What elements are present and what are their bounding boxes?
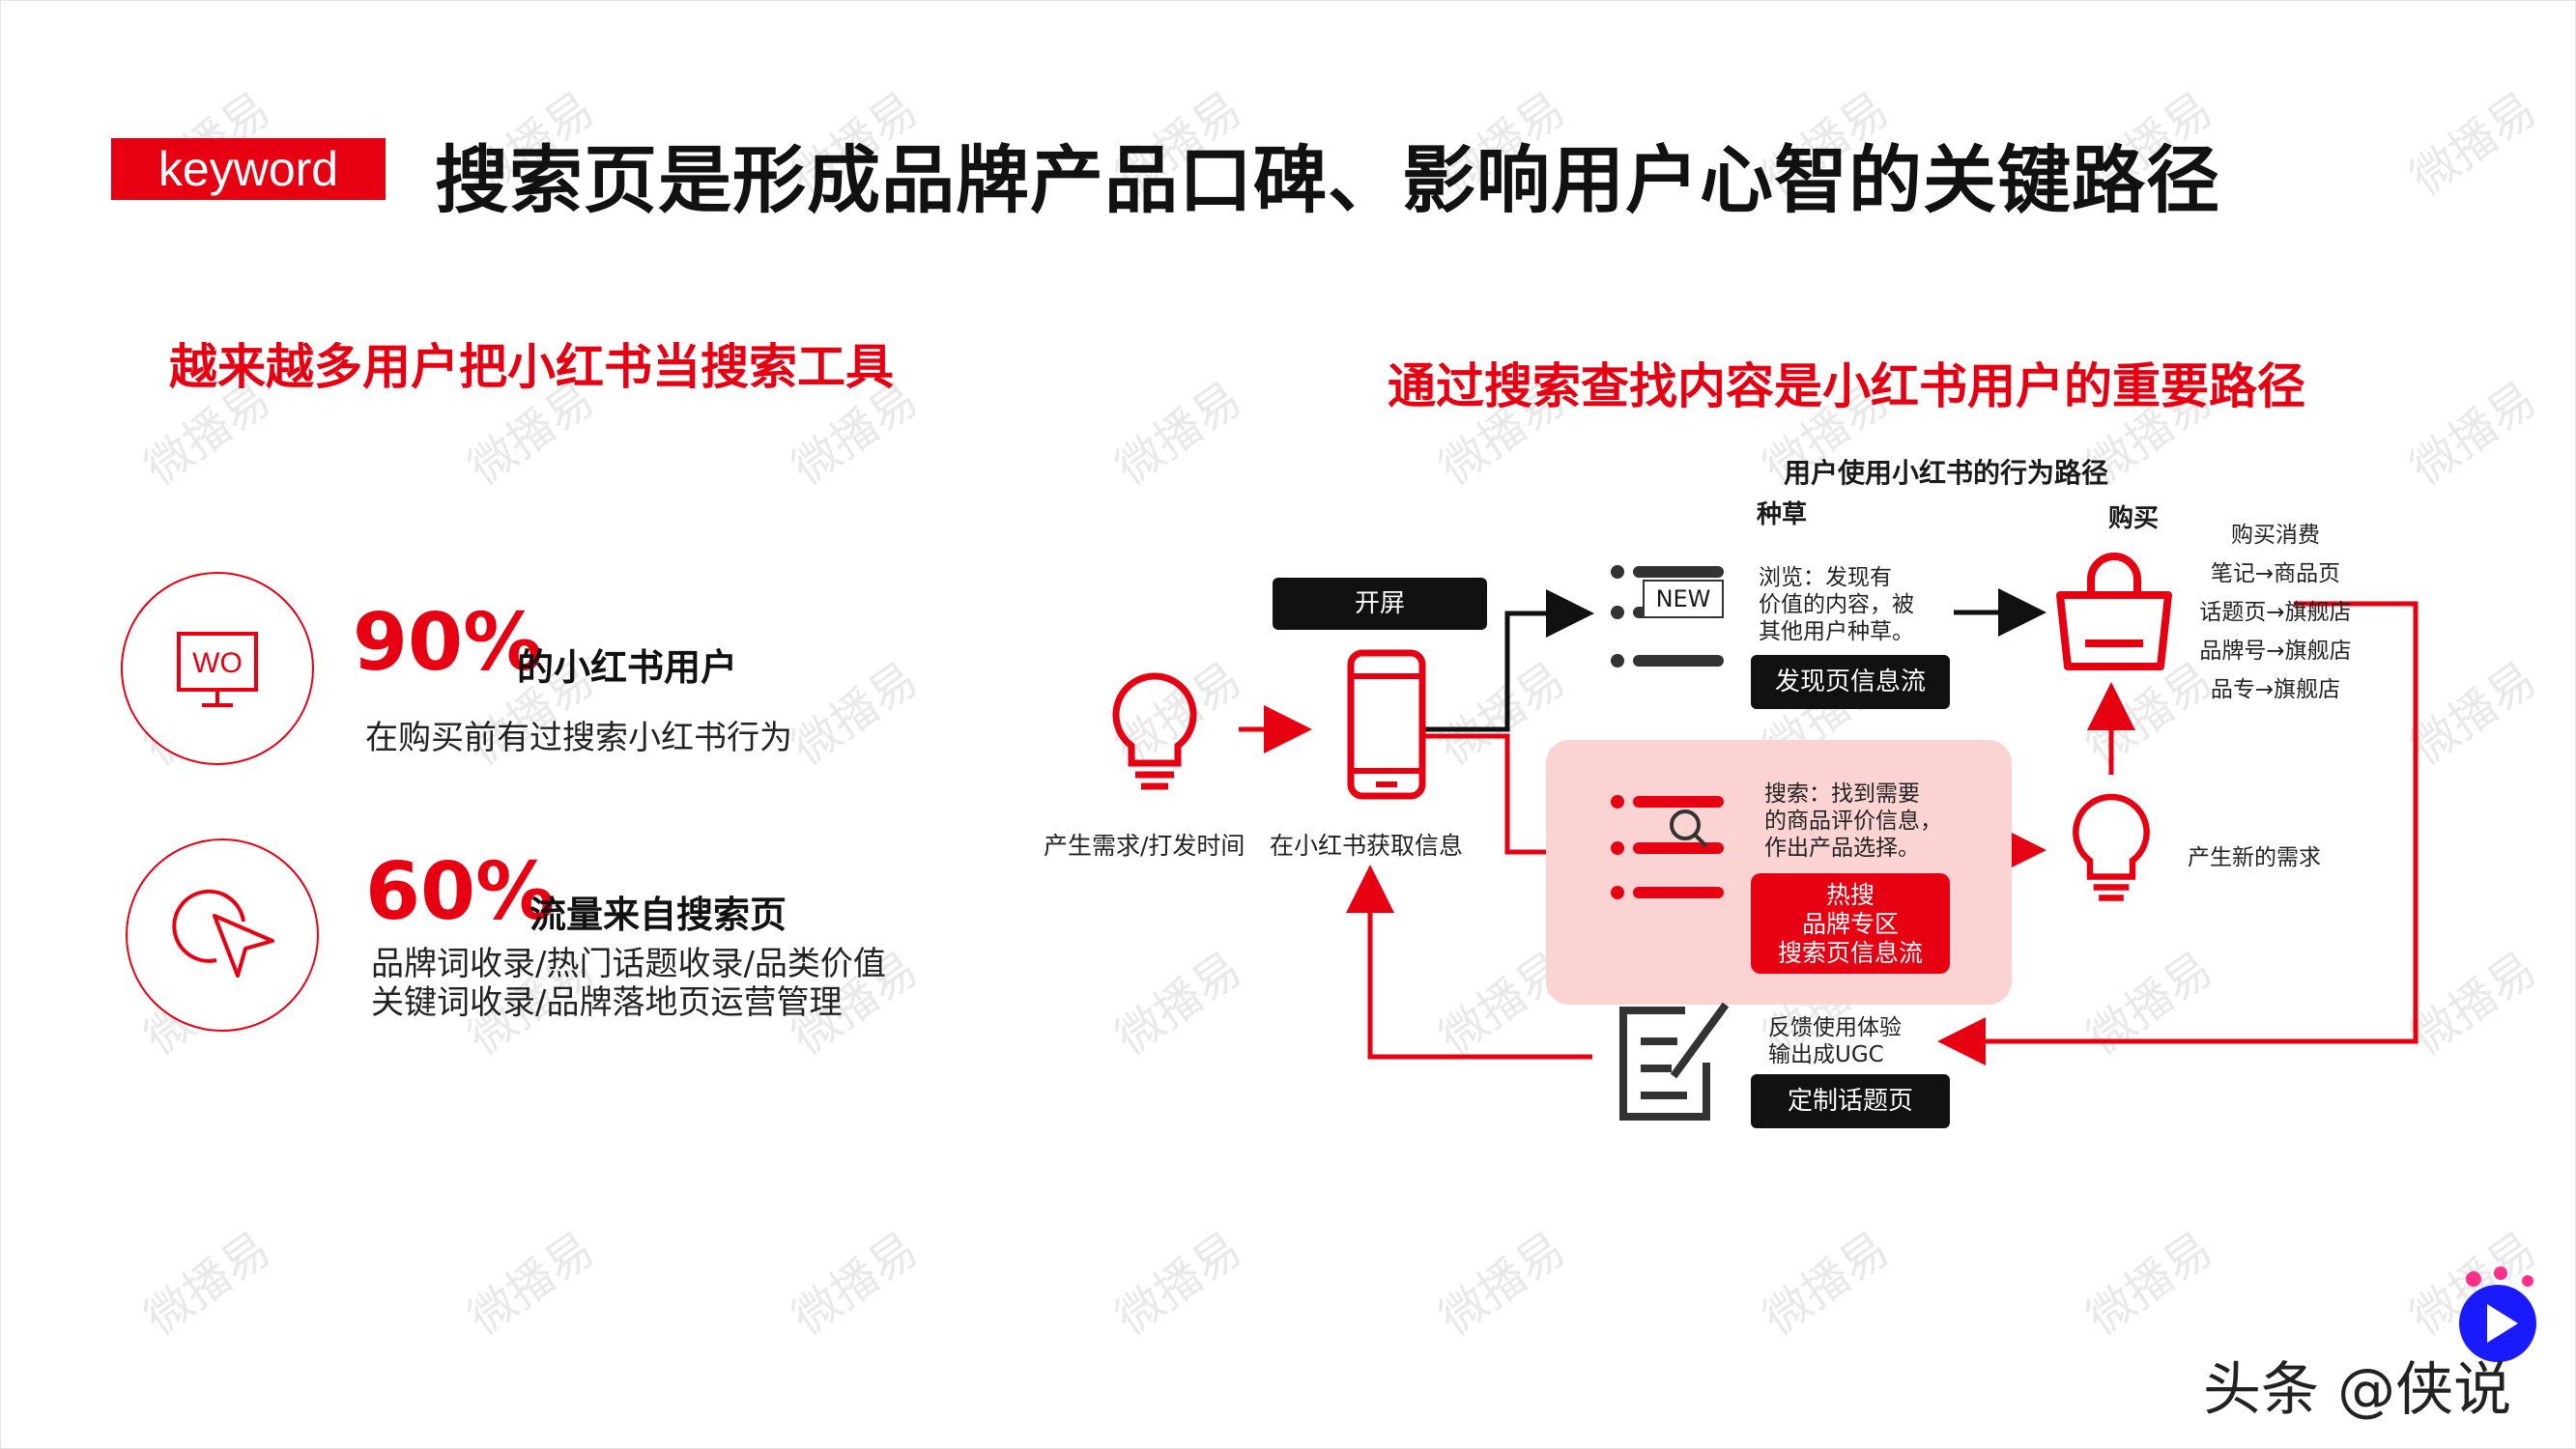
stat2-suffix: 流量来自搜索页	[530, 894, 787, 936]
keyword-badge: keyword	[111, 138, 386, 200]
diagram-title: 用户使用小红书的行为路径	[1784, 457, 2109, 489]
browse-text: 浏览：发现有 价值的内容，被 其他用户种草。	[1759, 565, 1914, 644]
edit-note-icon	[1610, 995, 1735, 1134]
label-buy: 购买	[2108, 504, 2160, 533]
footer-credit: 头条 @侠说	[2203, 1356, 2512, 1424]
stat1-suffix: 的小红书用户	[517, 646, 738, 689]
play-logo-icon	[2445, 1265, 2551, 1376]
search-feed-button[interactable]: 热搜 品牌专区 搜索页信息流	[1751, 873, 1950, 974]
search-list-icon	[1604, 792, 1730, 912]
cursor-click-icon	[126, 838, 319, 1032]
lightbulb-icon	[1097, 667, 1213, 806]
discover-feed-button[interactable]: 发现页信息流	[1751, 655, 1950, 709]
svg-text:WO: WO	[192, 647, 243, 679]
custom-topic-button[interactable]: 定制话题页	[1751, 1074, 1950, 1128]
left-heading: 越来越多用户把小红书当搜索工具	[169, 339, 894, 395]
right-heading: 通过搜索查找内容是小红书用户的重要路径	[1388, 358, 2305, 414]
shopping-bag-icon	[2046, 553, 2182, 682]
stat1-desc: 在购买前有过搜索小红书行为	[365, 719, 792, 757]
list-feed-icon	[1604, 558, 1730, 678]
new-need-bulb-icon	[2058, 782, 2164, 922]
stat2-desc-line1: 品牌词收录/热门话题收录/品类价值	[371, 945, 886, 983]
buy-list: 购买消费 笔记→商品页 话题页→旗舰店 品牌号→旗舰店 品专→旗舰店	[2199, 523, 2352, 702]
stat2-value: 60%	[365, 846, 556, 938]
need-label: 产生需求/打发时间	[1044, 832, 1245, 860]
new-need-label: 产生新的需求	[2188, 845, 2321, 870]
presentation-icon: WO	[121, 572, 314, 765]
stat1-value: 90%	[353, 597, 543, 689]
new-badge: NEW	[1643, 580, 1724, 618]
open-screen-button[interactable]: 开屏	[1273, 578, 1487, 630]
feedback-text: 反馈使用体验 输出成UGC	[1768, 1015, 1902, 1067]
phone-label: 在小红书获取信息	[1270, 832, 1464, 860]
page-title: 搜索页是形成品牌产品口碑、影响用户心智的关键路径	[435, 137, 2220, 223]
label-seed: 种草	[1757, 500, 1808, 529]
stat2-desc-line2: 关键词收录/品牌落地页运营管理	[371, 983, 843, 1022]
phone-icon	[1343, 647, 1430, 806]
search-text: 搜索：找到需要 的商品评价信息， 作出产品选择。	[1764, 781, 1942, 861]
